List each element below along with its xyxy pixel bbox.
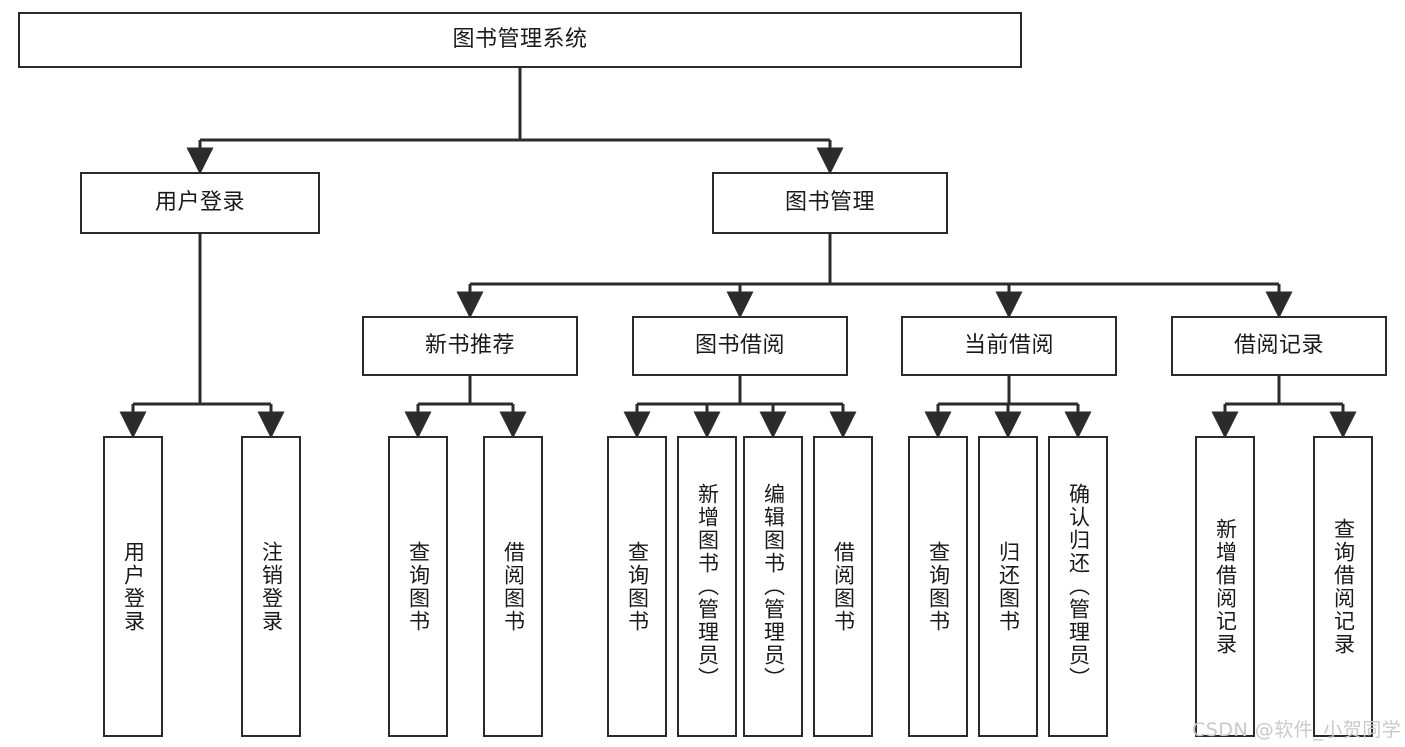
node-book-borrow[interactable]: 图书借阅 bbox=[632, 316, 848, 376]
leaf-query-book-borrow[interactable]: 查询图书 bbox=[607, 436, 667, 737]
leaf-return-book[interactable]: 归还图书 bbox=[978, 436, 1038, 737]
leaf-borrow-book[interactable]: 借阅图书 bbox=[813, 436, 873, 737]
leaf-query-book-current[interactable]: 查询图书 bbox=[908, 436, 968, 737]
node-label: 新增借阅记录 bbox=[1213, 517, 1238, 656]
node-borrow-record[interactable]: 借阅记录 bbox=[1171, 316, 1387, 376]
leaf-query-borrow-record[interactable]: 查询借阅记录 bbox=[1313, 436, 1373, 737]
node-book-management[interactable]: 图书管理 bbox=[712, 172, 948, 234]
node-label: 编辑图书（管理员） bbox=[761, 483, 786, 690]
node-label: 新书推荐 bbox=[424, 332, 515, 358]
node-label: 图书借阅 bbox=[694, 332, 785, 358]
node-label: 注销登录 bbox=[259, 540, 284, 633]
leaf-add-book-admin[interactable]: 新增图书（管理员） bbox=[677, 436, 737, 737]
node-label: 借阅图书 bbox=[831, 540, 856, 633]
leaf-query-book-recommend[interactable]: 查询图书 bbox=[388, 436, 448, 737]
node-root[interactable]: 图书管理系统 bbox=[18, 12, 1022, 68]
node-label: 新增图书（管理员） bbox=[695, 483, 720, 690]
node-label: 图书管理 bbox=[784, 189, 875, 215]
node-label: 查询图书 bbox=[625, 540, 650, 633]
node-label: 借阅图书 bbox=[501, 540, 526, 633]
node-label: 查询图书 bbox=[926, 540, 951, 633]
node-label: 用户登录 bbox=[154, 189, 245, 215]
node-label: 图书管理系统 bbox=[452, 26, 588, 52]
leaf-confirm-return-admin[interactable]: 确认归还（管理员） bbox=[1048, 436, 1108, 737]
node-user-login[interactable]: 用户登录 bbox=[80, 172, 320, 234]
node-label: 当前借阅 bbox=[963, 332, 1054, 358]
node-label: 查询图书 bbox=[406, 540, 431, 633]
node-label: 借阅记录 bbox=[1233, 332, 1324, 358]
leaf-user-login[interactable]: 用户登录 bbox=[103, 436, 163, 737]
node-label: 查询借阅记录 bbox=[1331, 517, 1356, 656]
node-new-book-recommend[interactable]: 新书推荐 bbox=[362, 316, 578, 376]
node-label: 用户登录 bbox=[121, 540, 146, 633]
leaf-borrow-book-recommend[interactable]: 借阅图书 bbox=[483, 436, 543, 737]
node-current-borrow[interactable]: 当前借阅 bbox=[901, 316, 1117, 376]
leaf-edit-book-admin[interactable]: 编辑图书（管理员） bbox=[743, 436, 803, 737]
node-label: 归还图书 bbox=[996, 540, 1021, 633]
node-label: 确认归还（管理员） bbox=[1066, 483, 1091, 690]
leaf-add-borrow-record[interactable]: 新增借阅记录 bbox=[1195, 436, 1255, 737]
leaf-logout-login[interactable]: 注销登录 bbox=[241, 436, 301, 737]
